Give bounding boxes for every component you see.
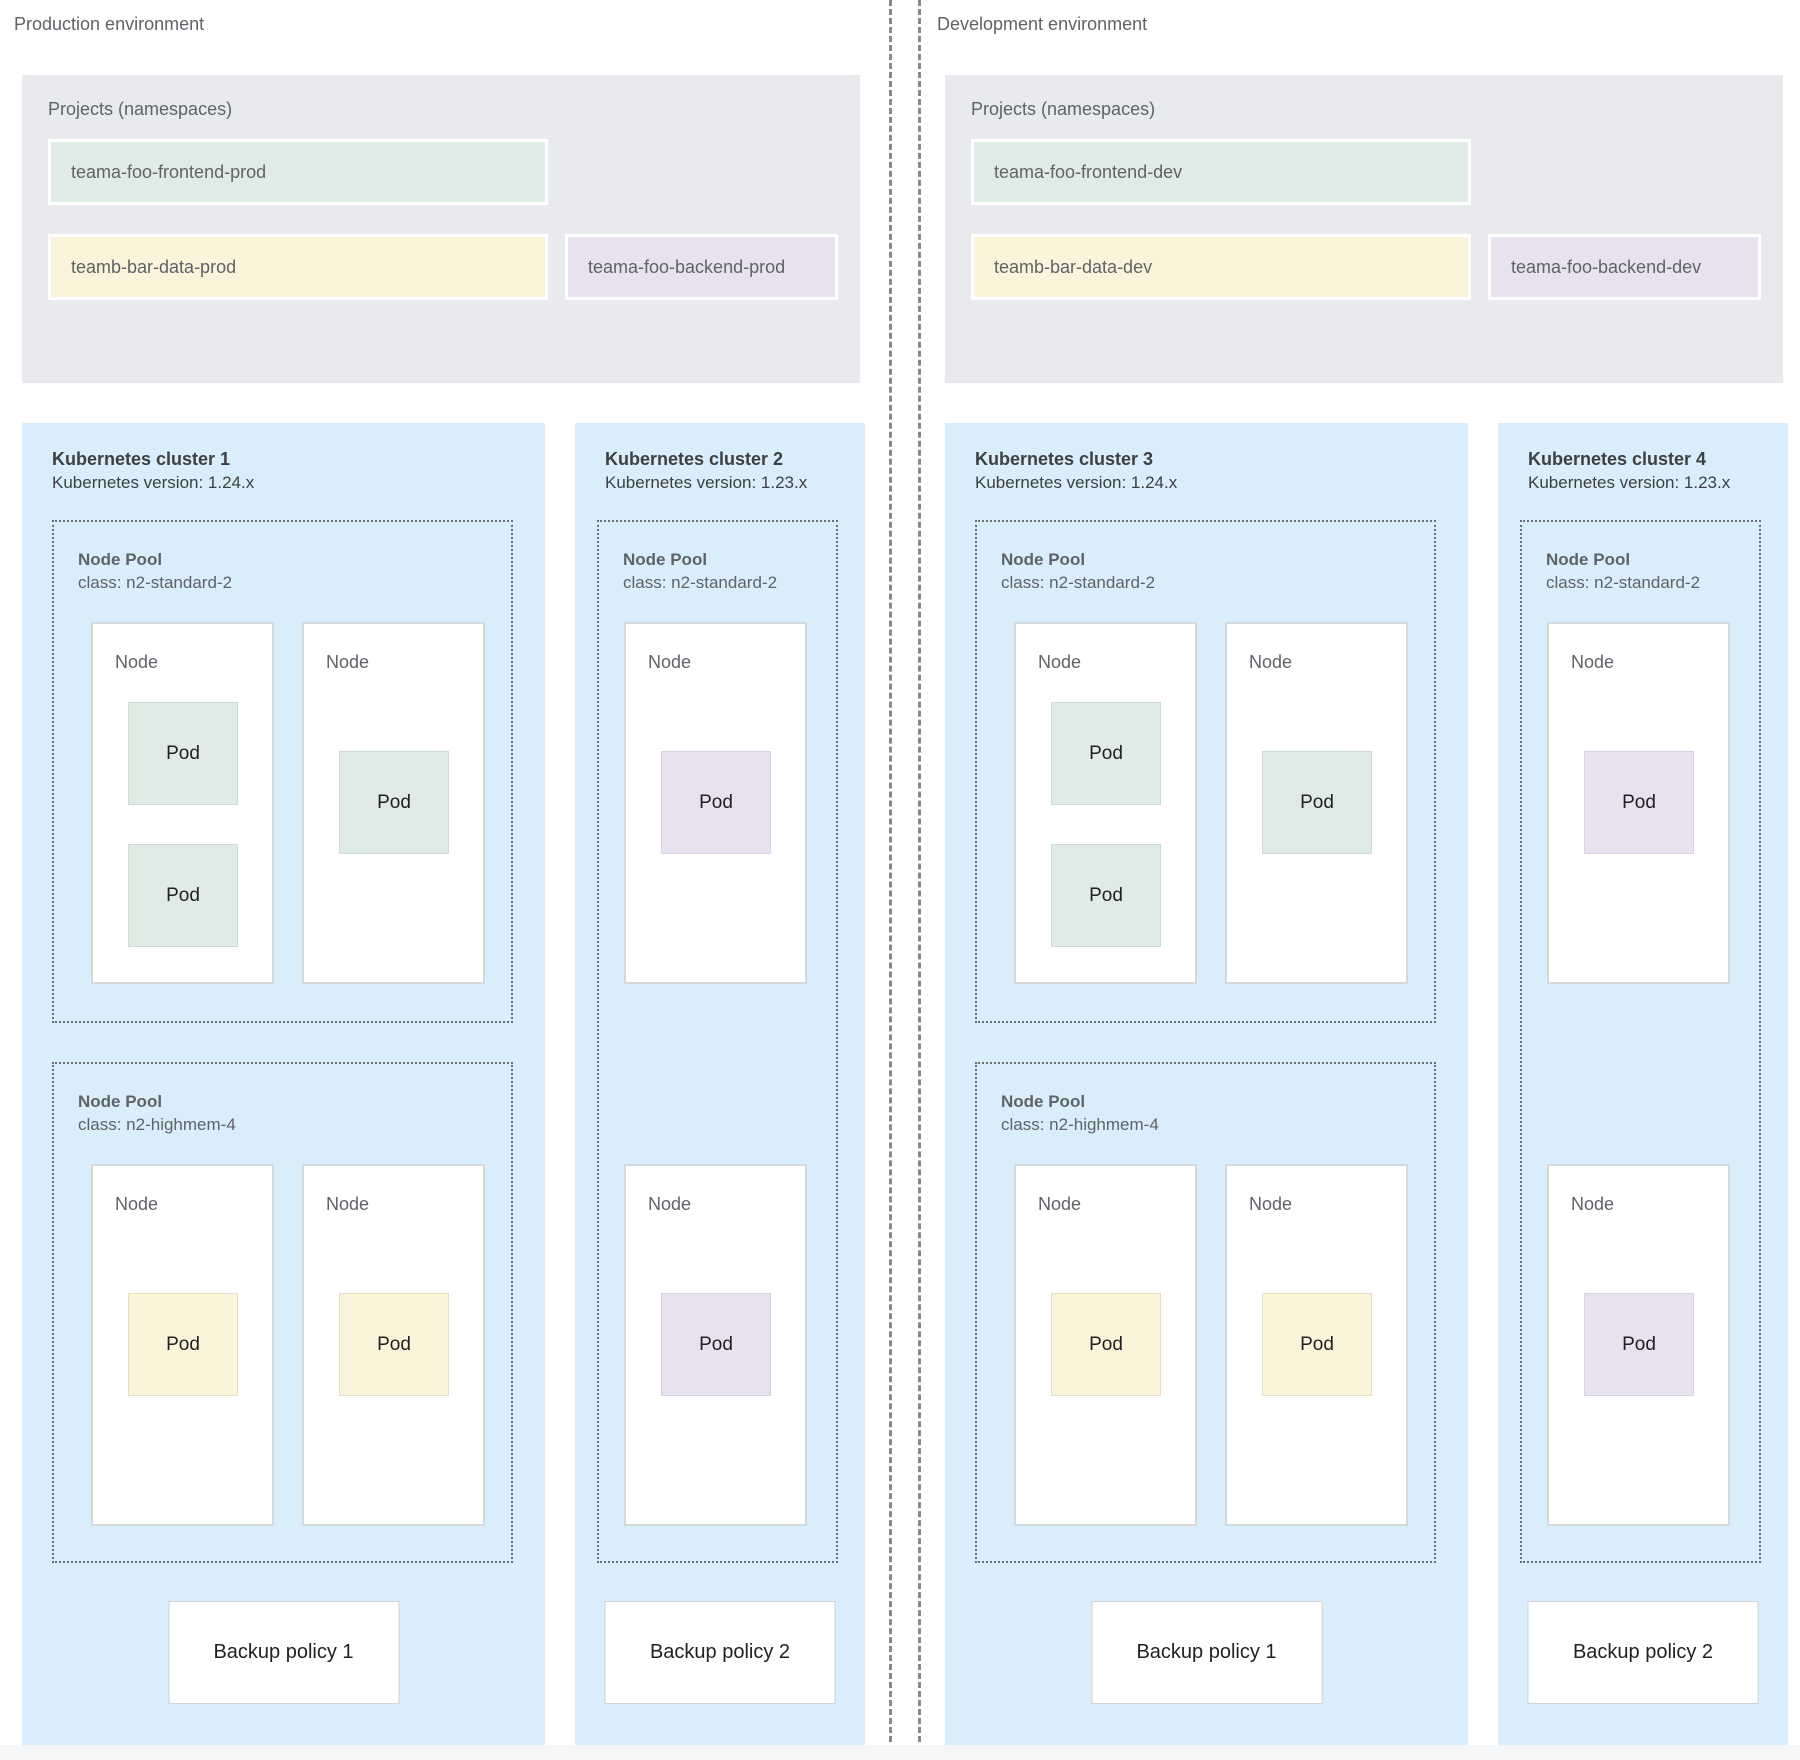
pod-box: Pod: [1051, 1293, 1161, 1396]
kubernetes-cluster: Kubernetes cluster 3 Kubernetes version: …: [945, 423, 1468, 1745]
node-pool-title: Node Pool: [1001, 550, 1086, 569]
cluster-version: Kubernetes version: 1.23.x: [1528, 473, 1731, 492]
projects-panel-title: Projects (namespaces): [971, 99, 1156, 119]
cluster-title: Kubernetes cluster 3: [975, 449, 1154, 469]
projects-panel-title: Projects (namespaces): [48, 99, 233, 119]
node-label: Node: [115, 1194, 159, 1214]
pod-box: Pod: [339, 1293, 449, 1396]
pod-box: Pod: [661, 751, 771, 854]
pod-box: Pod: [339, 751, 449, 854]
node-label: Node: [326, 652, 370, 672]
node-pool-class: class: n2-highmem-4: [78, 1115, 236, 1134]
node-pool-class: class: n2-standard-2: [1001, 573, 1156, 592]
node-pool-class: class: n2-standard-2: [623, 573, 778, 592]
node-label: Node: [1249, 1194, 1293, 1214]
backup-policy-box: Backup policy 1: [1091, 1601, 1322, 1704]
cluster-title: Kubernetes cluster 4: [1528, 449, 1707, 469]
node-label: Node: [115, 652, 159, 672]
backup-policy-box: Backup policy 1: [168, 1601, 399, 1704]
node-label: Node: [1249, 652, 1293, 672]
node-label: Node: [1038, 652, 1082, 672]
cluster-version: Kubernetes version: 1.24.x: [52, 473, 255, 492]
kubernetes-cluster: Kubernetes cluster 2 Kubernetes version: …: [575, 423, 865, 1745]
environment-divider-line: [918, 0, 921, 1760]
node-label: Node: [326, 1194, 370, 1214]
cluster-title: Kubernetes cluster 1: [52, 449, 231, 469]
namespace-box: teama-foo-backend-dev: [1488, 234, 1761, 300]
kubernetes-cluster: Kubernetes cluster 1 Kubernetes version: …: [22, 423, 545, 1745]
namespace-box: teamb-bar-data-prod: [48, 234, 548, 300]
namespace-box: teama-foo-frontend-dev: [971, 139, 1471, 205]
pod-box: Pod: [1262, 1293, 1372, 1396]
node-pool-class: class: n2-standard-2: [1546, 573, 1701, 592]
node-pool-class: class: n2-highmem-4: [1001, 1115, 1159, 1134]
bottom-strip: [0, 1745, 1800, 1760]
kubernetes-cluster: Kubernetes cluster 4 Kubernetes version: …: [1498, 423, 1788, 1745]
node-pool-title: Node Pool: [78, 1092, 163, 1111]
node-pool-class: class: n2-standard-2: [78, 573, 233, 592]
namespace-box: teama-foo-backend-prod: [565, 234, 838, 300]
pod-box: Pod: [128, 702, 238, 805]
projects-panel: Projects (namespaces) teama-foo-frontend-…: [22, 75, 860, 383]
node-pool-title: Node Pool: [78, 550, 163, 569]
namespace-box: teama-foo-frontend-prod: [48, 139, 548, 205]
node-pool-title: Node Pool: [623, 550, 708, 569]
node-pool-title: Node Pool: [1546, 550, 1631, 569]
node-label: Node: [1571, 1194, 1615, 1214]
node-label: Node: [648, 652, 692, 672]
pod-box: Pod: [1262, 751, 1372, 854]
pod-box: Pod: [661, 1293, 771, 1396]
environment-label: Development environment: [937, 14, 1148, 34]
pod-box: Pod: [128, 1293, 238, 1396]
pod-box: Pod: [1051, 844, 1161, 947]
pod-box: Pod: [1584, 1293, 1694, 1396]
pod-box: Pod: [1584, 751, 1694, 854]
environment-label: Production environment: [14, 14, 205, 34]
node-label: Node: [1571, 652, 1615, 672]
environment-divider-line: [889, 0, 892, 1760]
node-pool-title: Node Pool: [1001, 1092, 1086, 1111]
node-label: Node: [648, 1194, 692, 1214]
backup-policy-box: Backup policy 2: [1527, 1601, 1759, 1704]
cluster-title: Kubernetes cluster 2: [605, 449, 784, 469]
backup-policy-box: Backup policy 2: [604, 1601, 836, 1704]
cluster-version: Kubernetes version: 1.23.x: [605, 473, 808, 492]
pod-box: Pod: [128, 844, 238, 947]
namespace-box: teamb-bar-data-dev: [971, 234, 1471, 300]
node-label: Node: [1038, 1194, 1082, 1214]
pod-box: Pod: [1051, 702, 1161, 805]
cluster-version: Kubernetes version: 1.24.x: [975, 473, 1178, 492]
projects-panel: Projects (namespaces) teama-foo-frontend-…: [945, 75, 1783, 383]
